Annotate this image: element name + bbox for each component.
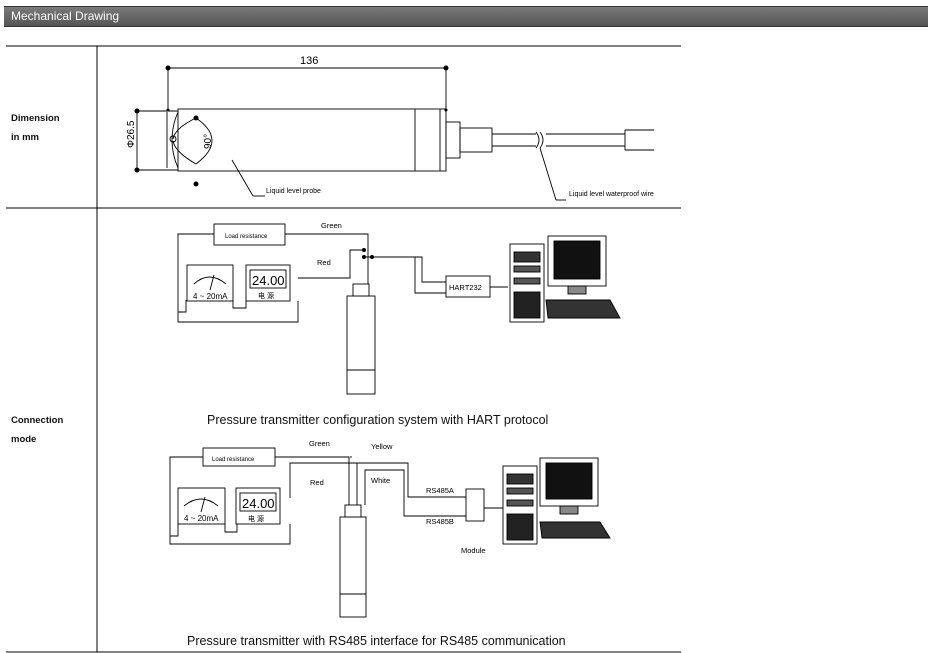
table-grid bbox=[6, 45, 681, 653]
row-label-dimension: Dimension in mm bbox=[11, 109, 60, 147]
hart-load-resistance: Load resistance bbox=[225, 234, 268, 240]
hart-caption: Pressure transmitter configuration syste… bbox=[207, 413, 549, 427]
section-title: Mechanical Drawing bbox=[11, 9, 120, 23]
hart232-label: HART232 bbox=[449, 283, 482, 292]
row-label-line1: Dimension bbox=[11, 113, 60, 124]
hart-junction-dots bbox=[362, 248, 374, 259]
probe-dimension-drawing bbox=[136, 66, 654, 201]
computer-icon bbox=[509, 235, 621, 323]
rs485-wiring bbox=[169, 447, 516, 618]
hart-green-label: Green bbox=[321, 221, 342, 230]
hart-ammeter-label: 4 ~ 20mA bbox=[193, 292, 228, 301]
module-label: Module bbox=[461, 546, 486, 555]
dimension-points bbox=[134, 65, 449, 187]
hart-power-label: 电 源 bbox=[258, 291, 274, 300]
row-label-line2: in mm bbox=[11, 132, 39, 143]
rs485-green-label: Green bbox=[309, 439, 330, 448]
row-label-line1: Connection bbox=[11, 415, 64, 426]
diameter-label: Φ26.5 bbox=[126, 120, 137, 148]
rs485-power-label: 电 源 bbox=[248, 514, 264, 523]
angle-label: 90° bbox=[203, 134, 214, 149]
rs485-red-label: Red bbox=[310, 478, 324, 487]
length-label: 136 bbox=[300, 55, 318, 67]
rs485-load-resistance: Load resistance bbox=[212, 457, 255, 463]
probe-label: Liquid level probe bbox=[266, 188, 321, 195]
hart-red-label: Red bbox=[317, 258, 331, 267]
section-header: Mechanical Drawing bbox=[4, 6, 928, 27]
wire-label: Liquid level waterproof wire bbox=[569, 191, 654, 198]
rs485a-label: RS485A bbox=[426, 486, 454, 495]
rs485b-label: RS485B bbox=[426, 517, 454, 526]
hart-wiring bbox=[177, 223, 508, 395]
computer-icon bbox=[502, 457, 611, 545]
row-label-line2: mode bbox=[11, 434, 37, 445]
rs485-white-label: White bbox=[371, 476, 390, 485]
row-label-connection: Connection mode bbox=[11, 411, 63, 449]
rs485-power-display: 24.00 bbox=[242, 496, 275, 511]
rs485-caption: Pressure transmitter with RS485 interfac… bbox=[187, 634, 566, 648]
hart-power-display: 24.00 bbox=[252, 273, 285, 288]
rs485-ammeter-label: 4 ~ 20mA bbox=[184, 514, 219, 523]
rs485-yellow-label: Yellow bbox=[371, 442, 393, 451]
